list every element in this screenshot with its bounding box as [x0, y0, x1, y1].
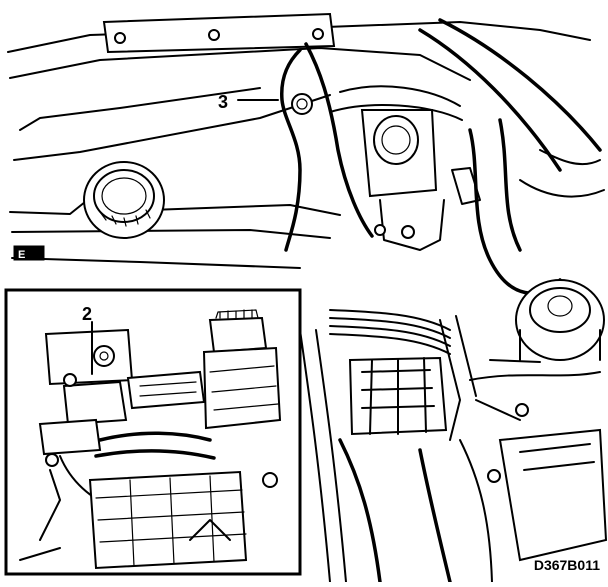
central-component — [348, 356, 448, 436]
callout-2-label: 2 — [82, 304, 92, 324]
hose-3 — [280, 42, 374, 252]
callout-3-label: 3 — [218, 92, 228, 112]
figure-code: D367B011 — [534, 557, 600, 573]
svg-text:E: E — [18, 249, 25, 261]
brake-reservoir — [329, 85, 463, 251]
power-steering-reservoir — [489, 279, 605, 363]
detail-inset: 2 — [4, 288, 302, 576]
engine-cover: E — [7, 12, 591, 269]
oil-filler-cap — [83, 161, 165, 239]
callout-3: 3 — [218, 92, 279, 112]
coolant-hoses — [418, 18, 605, 295]
lower-pipes — [299, 329, 493, 584]
inset-drawing — [19, 309, 282, 570]
wiring-loom — [329, 309, 477, 441]
lower-right-unit — [469, 371, 608, 562]
